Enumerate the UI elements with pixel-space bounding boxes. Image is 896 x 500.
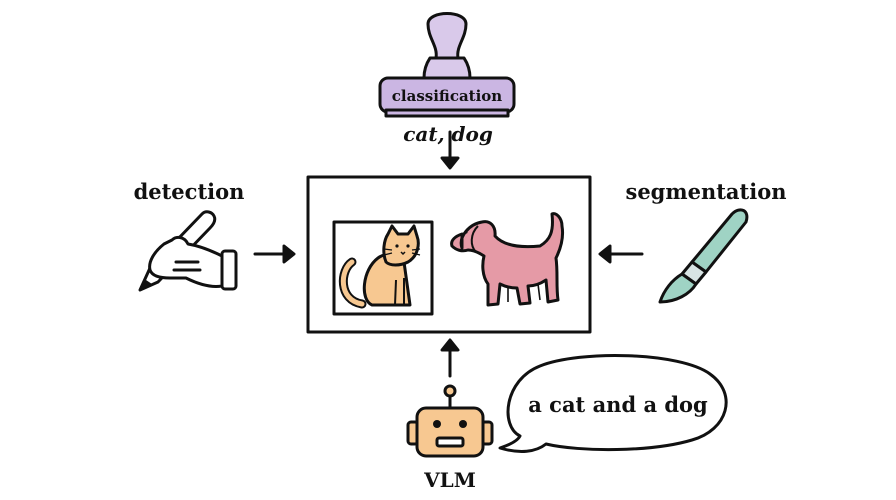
robot-icon	[406, 384, 494, 458]
cat-icon	[338, 224, 421, 309]
vlm-label: VLM	[423, 468, 476, 492]
arrow-left	[253, 244, 296, 264]
rubber-stamp-icon	[378, 12, 516, 118]
hand-drawing-pen-icon	[138, 210, 238, 292]
dog-icon	[450, 212, 564, 307]
vlm-output: a cat and a dog	[528, 392, 708, 417]
classification-output: cat, dog	[403, 122, 493, 146]
segmentation-label: segmentation	[626, 179, 787, 204]
detection-label: detection	[134, 179, 245, 204]
paintbrush-icon	[658, 208, 749, 304]
arrow-bottom	[440, 338, 460, 378]
classification-label: classification	[392, 87, 503, 105]
arrow-right	[598, 244, 644, 264]
speech-bubble	[498, 354, 728, 453]
arrow-top	[440, 130, 460, 170]
